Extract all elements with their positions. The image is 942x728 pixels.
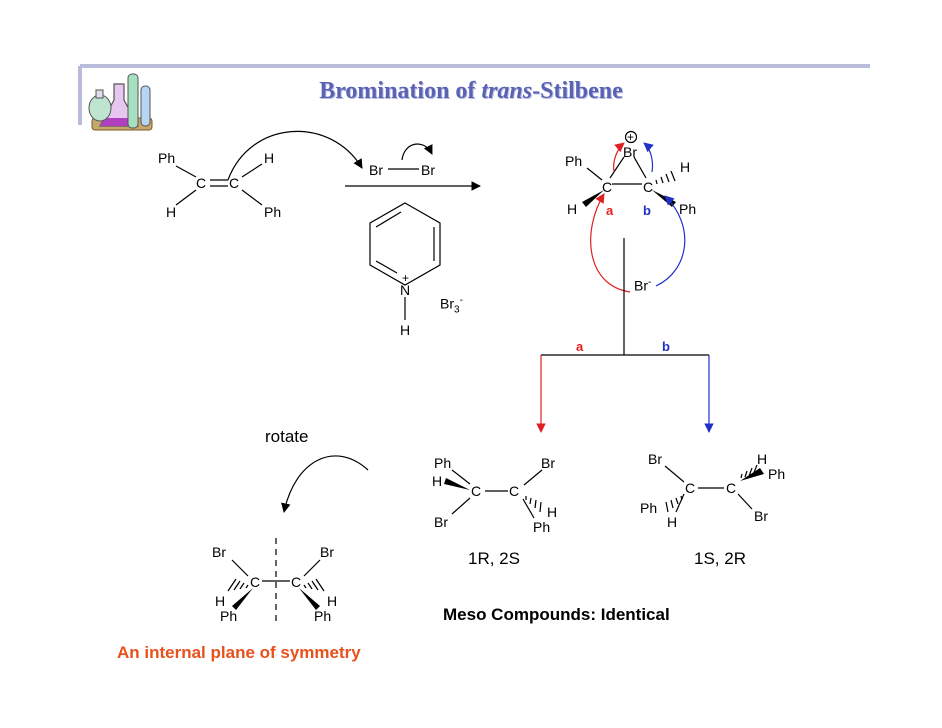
reagent-br-2: Br	[421, 162, 435, 178]
product-b-hash-left	[665, 495, 683, 513]
stilbene-h-top: H	[264, 150, 275, 166]
product-a-hash	[525, 496, 542, 513]
pyridinium-n: N	[400, 282, 411, 298]
arrow-red-bromide-attack	[590, 193, 631, 293]
pyridinium-h: H	[400, 322, 411, 338]
bromonium-plus: +	[627, 130, 635, 144]
bromonium-hash-right	[655, 170, 676, 185]
pyridinium-ring	[369, 202, 441, 320]
rotate-arrow	[281, 455, 369, 513]
bromonium-path-a: a	[606, 203, 614, 218]
bromonium-h-left: H	[567, 201, 578, 217]
product-b-config: 1S, 2R	[694, 549, 746, 568]
product-a-c1: C	[471, 483, 482, 499]
product-b-bonds	[664, 465, 753, 513]
branch-lines	[536, 238, 714, 433]
pyridinium-plus: +	[402, 271, 410, 285]
stilbene-c2: C	[229, 175, 240, 191]
lab-glassware-icon	[88, 73, 153, 131]
product-a-br-top: Br	[541, 455, 555, 471]
curved-arrow-alkene-to-br	[227, 130, 363, 181]
slide-title: Bromination of trans-Stilbene	[319, 78, 623, 104]
stilbene-ph-bottom: Ph	[264, 204, 282, 220]
stilbene-c1: C	[196, 175, 207, 191]
stilbene-bonds	[175, 163, 263, 206]
product-b-br-top: Br	[648, 451, 662, 467]
bromonium-c-left: C	[602, 179, 613, 195]
meso-conclusion: Meso Compounds: Identical	[443, 605, 670, 624]
arrow-blue-to-br	[643, 142, 654, 173]
rotated-bonds	[231, 559, 321, 582]
bromonium-ph-left: Ph	[565, 153, 583, 169]
rotated-h-left: H	[215, 593, 226, 609]
curved-arrow-br-br	[401, 143, 433, 161]
rotated-h-right: H	[327, 593, 338, 609]
rotated-wedge-right	[299, 588, 320, 610]
product-b-hash-right	[740, 464, 758, 479]
branch-label-a: a	[576, 339, 584, 354]
product-a-bonds	[451, 469, 543, 519]
product-a-config: 1R, 2S	[468, 549, 520, 568]
bromonium-bonds	[586, 156, 647, 185]
rotated-wedge-left	[232, 588, 253, 610]
product-b-ph-right: Ph	[768, 466, 786, 482]
product-b-c1: C	[685, 480, 696, 496]
product-b-h-top: H	[757, 451, 768, 467]
rotated-br-right: Br	[320, 544, 334, 560]
bromonium-br: Br	[623, 144, 637, 160]
product-a-c2: C	[509, 483, 520, 499]
bromonium-c-right: C	[643, 179, 654, 195]
product-a-ph-top: Ph	[434, 455, 452, 471]
rotated-hash-left	[227, 578, 249, 592]
bromide-ion: Br-	[634, 277, 652, 294]
rotated-ph-left: Ph	[220, 608, 238, 624]
product-b-br-right: Br	[754, 508, 768, 524]
reagent-br-1: Br	[369, 162, 383, 178]
bromonium-ph-right: Ph	[679, 201, 697, 217]
branch-label-b: b	[662, 339, 670, 354]
arrow-blue-bromide-attack	[655, 195, 686, 287]
arrow-red-to-br	[613, 142, 625, 173]
product-b-wedge	[740, 468, 764, 481]
bromonium-path-b: b	[643, 203, 651, 218]
product-a-br-bottom: Br	[434, 514, 448, 530]
stilbene-h-bottom: H	[166, 204, 177, 220]
rotated-ph-right: Ph	[314, 608, 332, 624]
product-b-ph-left: Ph	[640, 500, 658, 516]
product-a-wedge	[444, 478, 470, 490]
product-b-h-bottom: H	[667, 514, 678, 530]
positive-charge-circle	[624, 130, 638, 144]
rotate-label: rotate	[265, 427, 309, 446]
bromonium-h-right: H	[680, 159, 691, 175]
stilbene-ph-top: Ph	[158, 150, 176, 166]
tribromide-label: Br3-	[440, 295, 463, 316]
rotated-c1: C	[250, 574, 261, 590]
product-a-h-right: H	[547, 504, 558, 520]
product-a-ph-bottom: Ph	[533, 519, 551, 535]
symmetry-note: An internal plane of symmetry	[117, 643, 361, 662]
rotated-br-left: Br	[212, 544, 226, 560]
product-a-h-left: H	[432, 473, 443, 489]
product-b-c2: C	[726, 480, 737, 496]
rotated-c2: C	[291, 574, 302, 590]
rotated-hash-right	[303, 578, 325, 592]
bromonium-wedge-left	[582, 190, 604, 207]
